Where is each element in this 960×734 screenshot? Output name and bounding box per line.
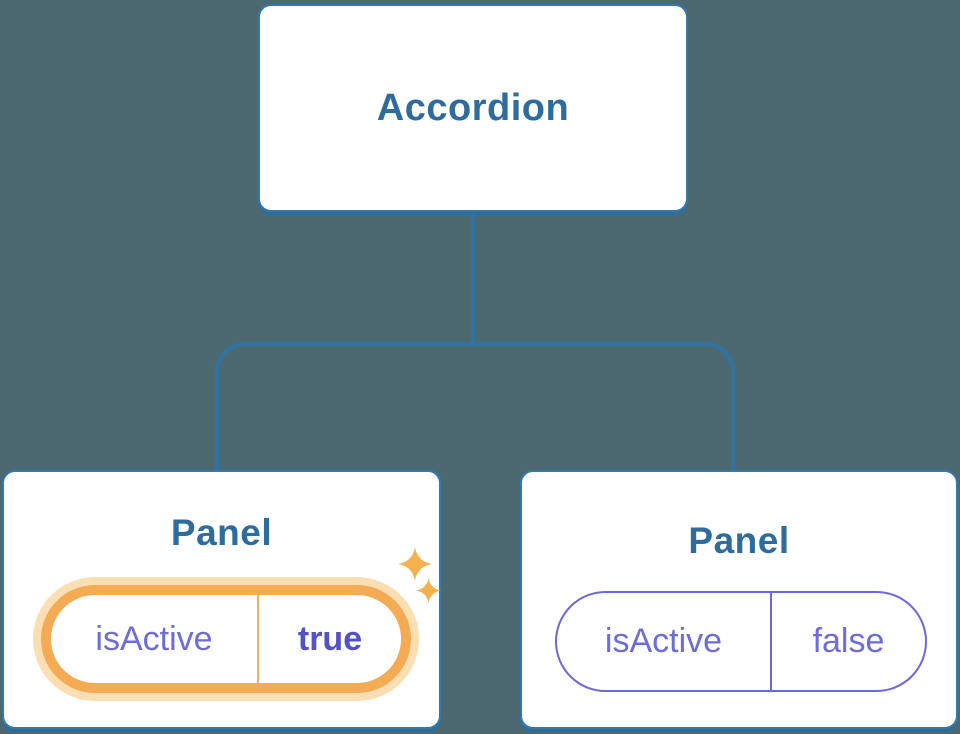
panel-node-inactive: Panel isActive false xyxy=(520,470,958,729)
sparkle-icon-small xyxy=(416,578,441,603)
state-name: isActive xyxy=(51,595,259,683)
panel-node-label: Panel xyxy=(170,512,273,553)
accordion-node-label: Accordion xyxy=(376,86,570,129)
panel-node-label: Panel xyxy=(688,520,790,561)
state-value: false xyxy=(812,622,885,660)
accordion-node: Accordion xyxy=(258,4,688,212)
state-pill-inactive: isActive false xyxy=(555,591,927,692)
connector-branch xyxy=(215,342,735,471)
state-value: true xyxy=(297,619,363,658)
state-pill-active: isActive true xyxy=(41,585,411,693)
panel-node-active: Panel isActive true xyxy=(2,470,441,729)
state-name: isActive xyxy=(557,593,772,690)
sparkle-icon-large xyxy=(398,547,432,581)
connector-stem xyxy=(471,213,475,344)
